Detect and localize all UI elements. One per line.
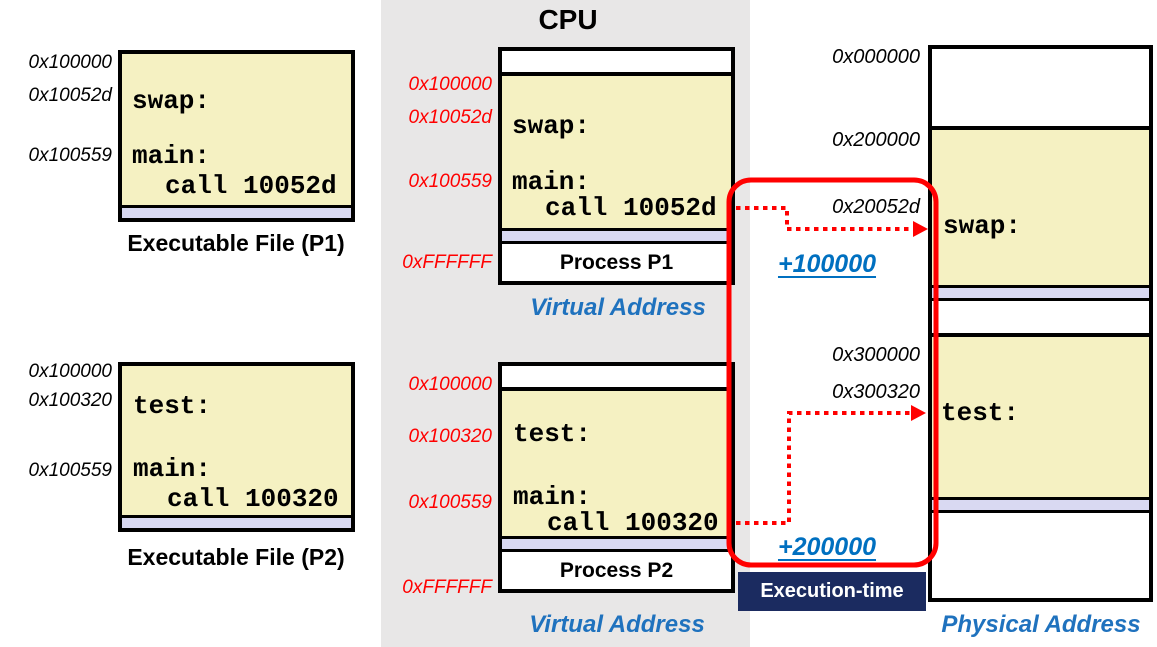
exec-p1-data-section [122, 208, 351, 218]
physical-code-test: test: [941, 398, 1020, 428]
p1-offset-label: +100000 [777, 250, 877, 278]
virtual-p2-address-0: 0x100000 [408, 374, 492, 395]
physical-p1-code-section [932, 130, 1149, 285]
physical-address-0: 0x000000 [832, 46, 920, 68]
virtual-p1-data-section [502, 231, 731, 241]
virtual-p2-code-call: call 100320 [547, 508, 719, 538]
virtual-p1-box: Process P1 [498, 47, 735, 285]
virtual-p2-axis-label: Virtual Address [529, 611, 705, 638]
mmu-translation-outline [726, 177, 939, 568]
exec-p2-code-call: call 100320 [167, 484, 339, 514]
virtual-p2-code-main: main: [513, 482, 592, 512]
divider [502, 241, 731, 244]
physical-address-2: 0x20052d [832, 196, 920, 218]
divider [502, 387, 731, 391]
p1-arrowhead [913, 221, 928, 237]
exec-p2-data-section [122, 518, 351, 528]
exec-p1-code-main: main: [132, 141, 211, 171]
exec-p1-code-swap: swap: [132, 86, 211, 116]
exec-p2-code-section [122, 366, 351, 515]
virtual-p2-address-2: 0x100559 [408, 492, 492, 513]
divider [122, 205, 351, 208]
physical-gap-segment [932, 301, 1149, 333]
exec-p1-address-1: 0x10052d [28, 85, 112, 106]
virtual-p1-code-main: main: [512, 167, 591, 197]
virtual-p2-address-1: 0x100320 [408, 426, 492, 447]
virtual-p2-code-section [502, 391, 731, 536]
virtual-p1-address-3: 0xFFFFFF [402, 252, 492, 273]
virtual-p1-top-segment [502, 51, 731, 72]
execution-time-badge: Execution-time [738, 572, 926, 611]
cpu-title: CPU [538, 4, 598, 35]
p2-arrowhead [911, 405, 926, 421]
virtual-p2-data-section [502, 539, 731, 549]
exec-p2-caption: Executable File (P2) [127, 544, 345, 570]
exec-p2-address-0: 0x100000 [28, 361, 112, 382]
exec-p1-address-2: 0x100559 [28, 145, 112, 166]
virtual-p1-axis-label: Virtual Address [530, 294, 706, 321]
virtual-p1-address-0: 0x100000 [408, 74, 492, 95]
virtual-p1-code-call: call 10052d [545, 193, 717, 223]
divider [932, 285, 1149, 288]
divider [122, 515, 351, 518]
divider [502, 72, 731, 76]
physical-free-segment-bottom [932, 513, 1149, 598]
divider [932, 298, 1149, 301]
virtual-p1-code-swap: swap: [512, 111, 591, 141]
virtual-p2-code-test: test: [513, 419, 592, 449]
divider [932, 510, 1149, 513]
physical-axis-label: Physical Address [941, 611, 1141, 638]
exec-p2-address-2: 0x100559 [28, 460, 112, 481]
p2-call-translation-arrow [736, 411, 913, 525]
exec-p2-code-test: test: [133, 391, 212, 421]
divider [502, 536, 731, 539]
virtual-p1-address-1: 0x10052d [408, 107, 492, 128]
physical-p1-data-section [932, 288, 1149, 298]
exec-p2-address-1: 0x100320 [28, 390, 112, 411]
virtual-p2-address-3: 0xFFFFFF [402, 577, 492, 598]
exec-p1-code-section [122, 54, 351, 205]
divider [502, 228, 731, 231]
divider [932, 126, 1149, 130]
physical-code-swap: swap: [943, 211, 1022, 241]
divider [932, 497, 1149, 500]
exec-p1-address-0: 0x100000 [28, 52, 112, 73]
physical-p2-code-section [932, 337, 1149, 497]
executable-file-p2-box [118, 362, 355, 532]
virtual-p1-address-2: 0x100559 [408, 171, 492, 192]
physical-address-3: 0x300000 [832, 344, 920, 366]
physical-address-1: 0x200000 [832, 129, 920, 151]
divider [932, 333, 1149, 337]
executable-file-p1-box [118, 50, 355, 222]
virtual-p1-code-section [502, 76, 731, 228]
physical-free-segment-top [932, 49, 1149, 126]
p2-offset-label: +200000 [777, 533, 877, 561]
virtual-p1-process-label: Process P1 [502, 244, 731, 281]
physical-memory-box [928, 45, 1153, 602]
virtual-p2-top-segment [502, 366, 731, 387]
divider [502, 549, 731, 552]
exec-p1-code-call: call 10052d [165, 171, 337, 201]
virtual-p2-box: Process P2 [498, 362, 735, 593]
physical-p2-data-section [932, 500, 1149, 510]
exec-p2-code-main: main: [133, 454, 212, 484]
exec-p1-caption: Executable File (P1) [127, 230, 345, 256]
virtual-p2-process-label: Process P2 [502, 552, 731, 589]
physical-address-4: 0x300320 [832, 381, 920, 403]
